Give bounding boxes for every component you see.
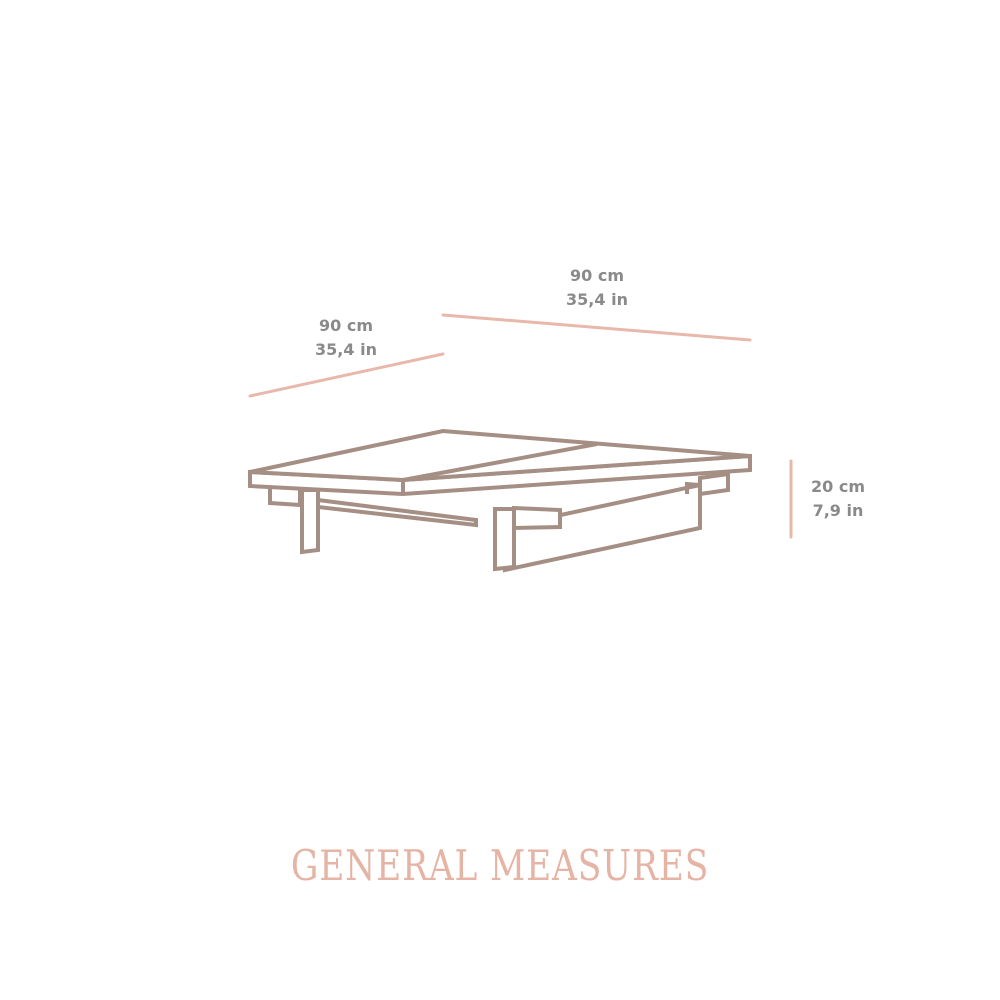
width-imperial: 35,4 in: [566, 290, 628, 309]
page-title: GENERAL MEASURES: [290, 841, 710, 890]
width-dimension-label: 90 cm 35,4 in: [537, 264, 657, 312]
depth-dimension-label: 90 cm 35,4 in: [286, 314, 406, 362]
front-leg-post: [300, 488, 320, 555]
front-leg-panel: [316, 497, 478, 528]
width-dimension-line: [441, 313, 752, 342]
back-leg-panel: [503, 482, 702, 573]
depth-dimension-line: [248, 352, 445, 398]
depth-metric: 90 cm: [319, 316, 373, 335]
back-leg-edge: [685, 481, 701, 494]
height-imperial: 7,9 in: [812, 501, 864, 520]
height-dimension-label: 20 cm 7,9 in: [778, 475, 898, 523]
rear-leg-post: [493, 507, 516, 572]
depth-imperial: 35,4 in: [315, 340, 377, 359]
table-top-surface: [249, 428, 751, 483]
right-rail-block: [698, 471, 730, 497]
center-rail-block: [512, 505, 562, 531]
width-metric: 90 cm: [570, 266, 624, 285]
height-metric: 20 cm: [811, 477, 865, 496]
board-seam: [402, 442, 598, 482]
table-outline: [248, 428, 752, 573]
